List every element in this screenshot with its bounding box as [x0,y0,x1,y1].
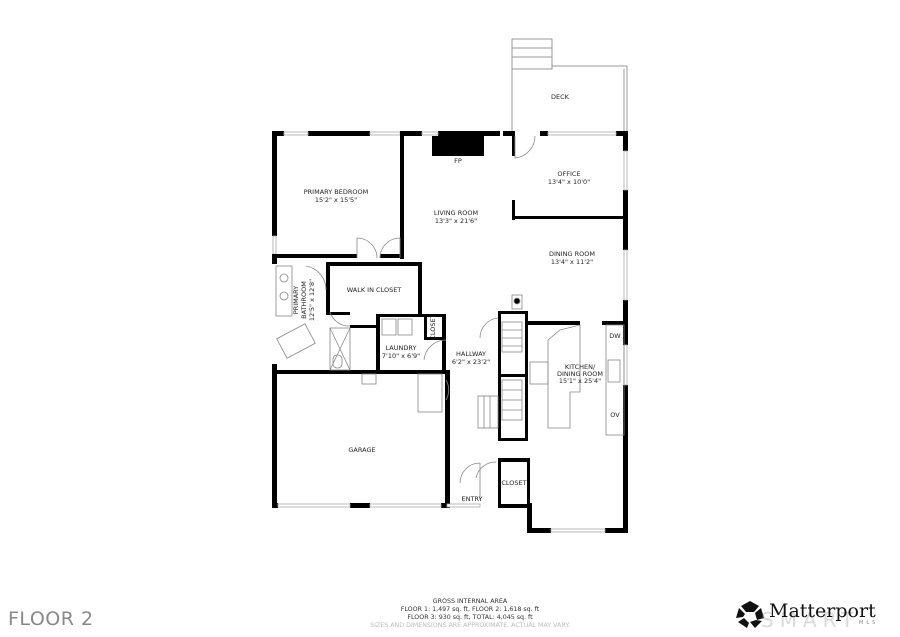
deck [511,38,628,132]
floor-label: FLOOR 2 [8,608,94,630]
watermark-smart: SMART [761,608,860,632]
dims-office: 13'4" x 10'0" [548,178,590,186]
label-fp: FP [454,157,462,165]
dims-primary-bedroom: 15'2" x 15'5" [315,196,357,204]
label-office: OFFICE [557,170,580,178]
label-closet-entry: CLOSET [501,479,526,487]
fixtures [275,265,625,436]
area-line-2: FLOOR 3: 930 sq. ft, TOTAL: 4,045 sq. ft [407,614,533,621]
dims-laundry: 7'10" x 6'9" [382,352,420,360]
label-garage: GARAGE [348,446,375,454]
label-deck: DECK [551,93,570,101]
exterior-walls [272,131,628,533]
matterport-logo: SMART Matterport MLS [735,598,895,634]
label-kitchen-1: KITCHEN/ [565,363,596,371]
label-dw: DW [609,332,621,340]
label-closet-laundry: CLOSET [429,314,437,339]
label-hallway: HALLWAY [456,350,486,358]
area-line-1: FLOOR 1: 1,497 sq. ft, FLOOR 2: 1,618 sq… [400,606,540,613]
gross-internal-area: GROSS INTERNAL AREA FLOOR 1: 1,497 sq. f… [340,598,600,630]
doors [305,135,536,500]
label-living-room: LIVING ROOM [434,209,478,217]
matterport-icon [736,601,764,628]
label-laundry: LAUNDRY [386,344,417,352]
interior-walls [272,131,628,508]
dims-hallway: 6'2" x 23'2" [452,358,490,366]
dims-primary-bathroom: 12'5" x 12'8" [308,279,316,321]
label-walk-in-closet: WALK IN CLOSET [347,286,402,294]
label-dining-room: DINING ROOM [549,250,595,258]
area-disclaimer: SIZES AND DIMENSIONS ARE APPROXIMATE, AC… [370,622,570,629]
label-primary-bathroom-2: BATHROOM [300,281,308,319]
label-ov: OV [610,411,620,419]
brand-name: Matterport [769,600,876,622]
dims-dining-room: 13'4" x 11'2" [551,258,593,266]
area-title: GROSS INTERNAL AREA [432,598,508,605]
room-labels: DECK FP OFFICE 13'4" x 10'0" PRIMARY BED… [292,93,621,503]
label-kitchen-2: DINING ROOM [557,370,603,378]
dims-kitchen: 15'1" x 25'4" [559,377,601,385]
label-primary-bedroom: PRIMARY BEDROOM [304,188,368,196]
label-entry: ENTRY [461,495,482,503]
label-primary-bathroom-1: PRIMARY [292,286,300,315]
watermark-mls: MLS [859,620,879,626]
dims-living-room: 13'3" x 21'6" [435,217,477,225]
